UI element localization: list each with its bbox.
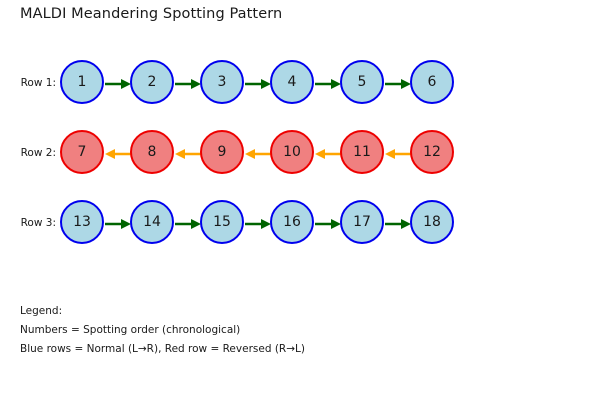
spot-node-9[interactable]: 9	[200, 130, 244, 174]
spot-node-16[interactable]: 16	[270, 200, 314, 244]
arrow-right-icon	[245, 216, 271, 230]
spot-node-1[interactable]: 1	[60, 60, 104, 104]
arrow-right-icon	[245, 76, 271, 90]
spot-node-3[interactable]: 3	[200, 60, 244, 104]
arrow-right-icon	[385, 216, 411, 230]
arrow-right-icon	[385, 76, 411, 90]
spot-node-6[interactable]: 6	[410, 60, 454, 104]
arrow-right-icon	[105, 76, 131, 90]
spot-node-17[interactable]: 17	[340, 200, 384, 244]
spot-node-4[interactable]: 4	[270, 60, 314, 104]
arrow-right-icon	[315, 76, 341, 90]
spot-node-14[interactable]: 14	[130, 200, 174, 244]
arrow-left-icon	[105, 146, 131, 160]
spot-node-5[interactable]: 5	[340, 60, 384, 104]
spot-node-2[interactable]: 2	[130, 60, 174, 104]
arrow-left-icon	[245, 146, 271, 160]
arrow-left-icon	[175, 146, 201, 160]
spot-node-13[interactable]: 13	[60, 200, 104, 244]
spot-node-8[interactable]: 8	[130, 130, 174, 174]
arrow-left-icon	[315, 146, 341, 160]
row-label-1: Row 1:	[20, 77, 56, 89]
legend-line-directions: Blue rows = Normal (L→R), Red row = Reve…	[20, 343, 305, 355]
row-label-2: Row 2:	[20, 147, 56, 159]
arrow-right-icon	[175, 216, 201, 230]
spot-node-18[interactable]: 18	[410, 200, 454, 244]
page-title: MALDI Meandering Spotting Pattern	[20, 6, 283, 22]
arrow-right-icon	[175, 76, 201, 90]
spot-node-12[interactable]: 12	[410, 130, 454, 174]
arrow-right-icon	[105, 216, 131, 230]
spot-node-15[interactable]: 15	[200, 200, 244, 244]
legend: Legend: Numbers = Spotting order (chrono…	[20, 302, 305, 359]
legend-heading: Legend:	[20, 305, 63, 317]
legend-line-numbers: Numbers = Spotting order (chronological)	[20, 324, 241, 336]
spot-node-7[interactable]: 7	[60, 130, 104, 174]
arrow-right-icon	[315, 216, 341, 230]
diagram-row: Row 3: 13 14 15 16 17 18	[0, 200, 600, 246]
spot-node-11[interactable]: 11	[340, 130, 384, 174]
spot-node-10[interactable]: 10	[270, 130, 314, 174]
row-label-3: Row 3:	[20, 217, 56, 229]
arrow-left-icon	[385, 146, 411, 160]
